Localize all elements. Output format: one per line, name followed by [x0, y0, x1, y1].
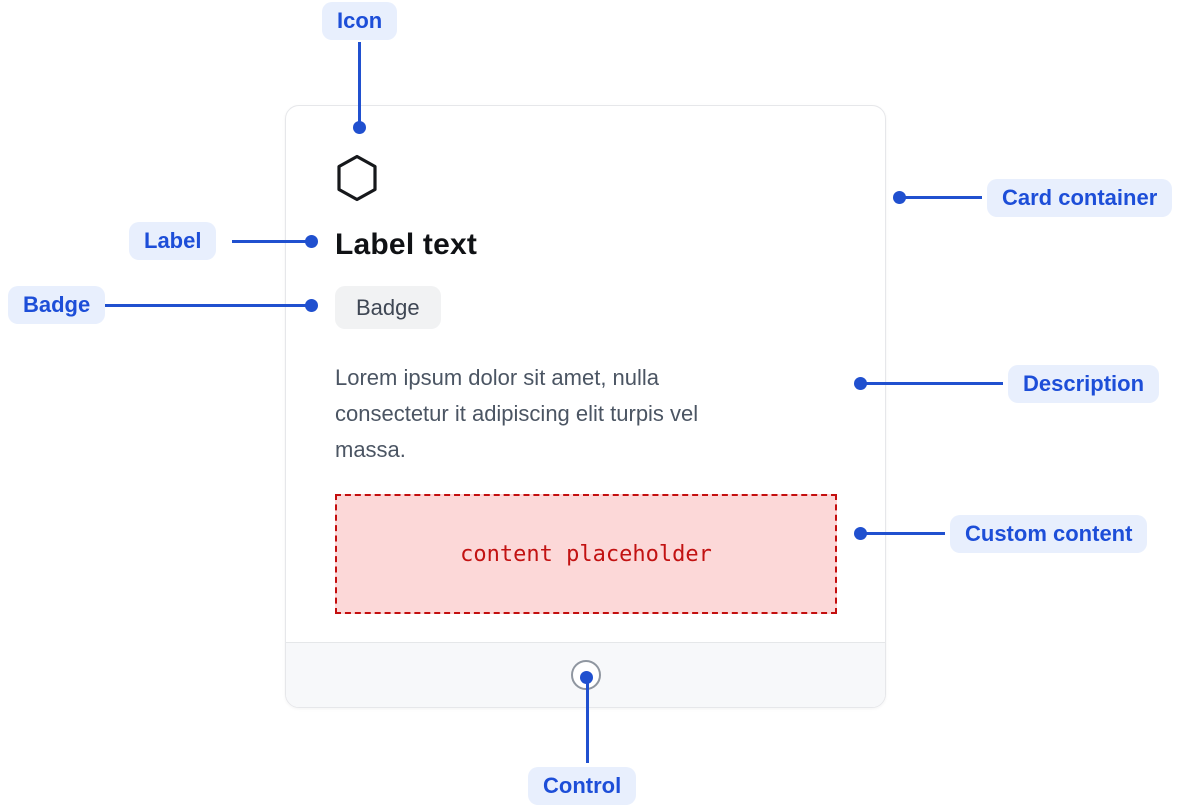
card-body: Label text Badge Lorem ipsum dolor sit a…	[286, 106, 885, 614]
callout-badge: Badge	[8, 286, 106, 324]
callout-line-icon	[358, 42, 361, 128]
callout-line-label	[232, 240, 308, 243]
callout-card-container: Card container	[987, 179, 1173, 217]
placeholder-text: content placeholder	[460, 541, 712, 567]
callout-dot-custom-content	[854, 527, 867, 540]
description-line: consectetur it adipiscing elit turpis ve…	[335, 401, 699, 426]
callout-description: Description	[1008, 365, 1160, 403]
callout-dot-badge	[305, 299, 318, 312]
card-title: Label text	[335, 228, 478, 261]
callout-line-badge	[105, 304, 308, 307]
hexagon-icon	[337, 154, 377, 202]
callout-line-control	[586, 677, 589, 763]
callout-line-custom-content	[863, 532, 945, 535]
callout-dot-icon	[353, 121, 366, 134]
callout-dot-control	[580, 671, 593, 684]
control-button[interactable]	[570, 660, 601, 690]
callout-control: Control	[528, 767, 637, 805]
callout-custom-content: Custom content	[950, 515, 1148, 553]
callout-dot-label	[305, 235, 318, 248]
description-line: Lorem ipsum dolor sit amet, nulla	[335, 365, 660, 390]
callout-label: Label	[129, 222, 217, 260]
card-description: Lorem ipsum dolor sit amet, nulla consec…	[335, 360, 837, 468]
callout-dot-description	[854, 377, 867, 390]
description-line: massa.	[335, 437, 406, 462]
callout-line-card-container	[902, 196, 982, 199]
callout-line-description	[863, 382, 1003, 385]
callout-dot-card-container	[893, 191, 906, 204]
callout-icon: Icon	[322, 2, 398, 40]
badge: Badge	[335, 286, 441, 329]
card-container: Label text Badge Lorem ipsum dolor sit a…	[285, 105, 886, 708]
custom-content-placeholder: content placeholder	[335, 494, 837, 614]
